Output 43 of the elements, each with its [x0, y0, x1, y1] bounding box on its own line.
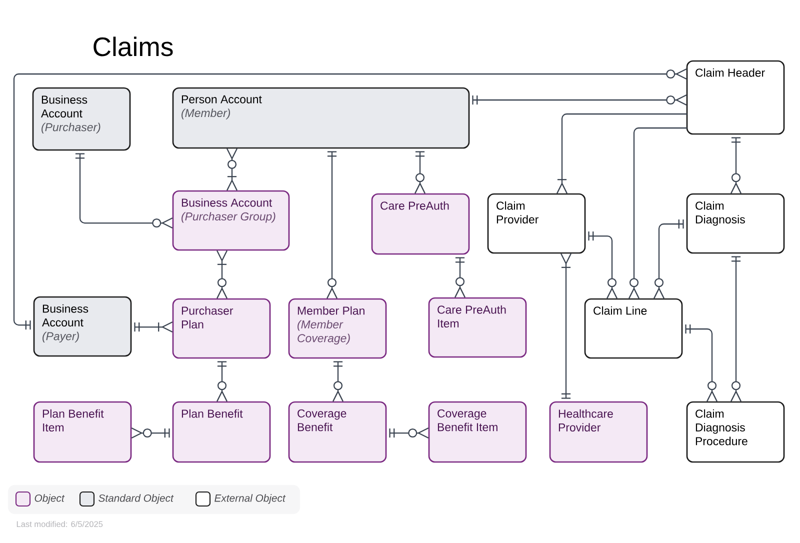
entity-box: Claim Provider — [487, 193, 586, 254]
relationship-line — [326, 151, 338, 299]
entity-box: Plan Benefit — [172, 401, 271, 463]
relationship-line — [654, 219, 684, 299]
relationship-line — [216, 361, 228, 402]
entity-box: Business Account (Purchaser) — [32, 87, 131, 151]
relationship-line — [414, 151, 426, 194]
relationship-line — [75, 153, 173, 228]
entity-box: Plan Benefit Item — [33, 401, 132, 463]
entity-box: Coverage Benefit — [288, 401, 387, 463]
entity-box: Care PreAuth Item — [428, 297, 527, 358]
entity-box: Claim Diagnosis — [686, 193, 785, 254]
entity-box: Claim Header — [686, 60, 785, 135]
entity-box: Member Plan (Member Coverage) — [288, 298, 387, 359]
relationship-line — [332, 361, 344, 402]
relationship-line — [730, 256, 742, 402]
legend-label: Object — [34, 494, 65, 504]
relationship-line — [556, 113, 687, 194]
entity-box: Healthcare Provider — [549, 401, 648, 463]
note-text: Last modified: 6/5/2025 — [16, 520, 103, 528]
title: Claims — [94, 36, 173, 56]
relationship-line — [685, 324, 718, 402]
legend-label: Standard Object — [98, 494, 174, 504]
entity-box: Care PreAuth — [371, 193, 470, 255]
relationship-line — [389, 428, 429, 439]
relationship-line — [730, 137, 742, 194]
relationship-line — [226, 148, 238, 191]
entity-box: Claim Line — [584, 298, 683, 359]
legend-label: External Object — [214, 494, 286, 504]
relationship-line — [131, 428, 170, 439]
relationship-line — [216, 250, 228, 299]
relationship-line — [472, 94, 687, 106]
relationship-line — [560, 253, 572, 399]
entity-box: Claim Diagnosis Procedure — [686, 401, 785, 463]
relationship-line — [628, 127, 687, 299]
relationship-line — [588, 231, 618, 299]
entity-box: Person Account (Member) — [172, 87, 470, 149]
relationship-line — [134, 322, 173, 333]
entity-box: Coverage Benefit Item — [428, 401, 527, 463]
entity-box: Business Account (Purchaser Group) — [172, 190, 290, 251]
entity-box: Purchaser Plan — [172, 298, 271, 359]
entity-box: Business Account (Payer) — [33, 296, 132, 357]
relationship-line — [454, 257, 466, 298]
